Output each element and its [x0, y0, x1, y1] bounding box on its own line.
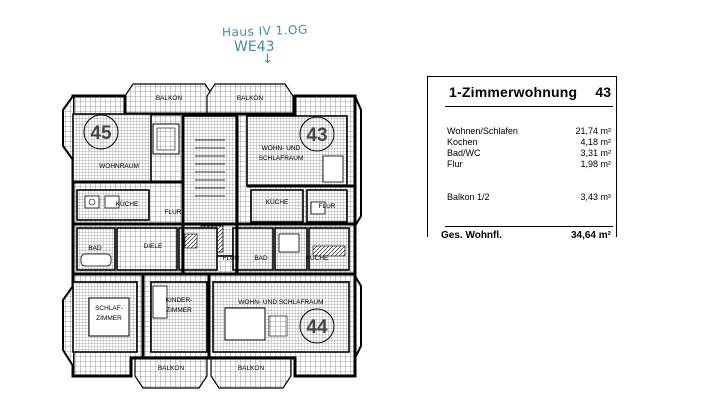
note-unit: WE43 [234, 39, 275, 55]
label-kueche-bottom: KÜCHE [306, 254, 329, 262]
table-title: 1-Zimmerwohnung [449, 84, 578, 100]
balcony-bottom-right [210, 357, 292, 389]
label-wohn-schlafraum-bottom: WOHN- UND SCHLAFRAUM [238, 299, 323, 306]
apartment-number-44: 44 [306, 317, 328, 338]
label-diele: DIELE [144, 243, 163, 250]
row-label: Balkon 1/2 [447, 192, 490, 202]
unit-number: 43 [595, 84, 611, 100]
label-balkon-top-left: BALKON [156, 95, 183, 102]
total-rule [445, 226, 613, 227]
row-value: 4,18 m² [580, 137, 611, 147]
row-value: 1,98 m² [580, 159, 611, 169]
label-kueche-right: KÜCHE [266, 198, 289, 206]
label-wohnraum: WOHNRAUM [99, 163, 139, 170]
label-kueche-left: KÜCHE [116, 200, 139, 208]
label-kinder-1: KINDER- [166, 297, 193, 304]
row-value: 3,31 m² [580, 148, 611, 158]
label-flur-top: FLUR [165, 209, 182, 216]
row-value: 3,43 m² [580, 192, 611, 202]
handwritten-note: Haus IV 1.OG WE43 ↓ [221, 22, 309, 67]
label-flur-right: FLUR [223, 255, 240, 262]
total-value: 34,64 m² [570, 230, 611, 241]
area-table: 1-Zimmerwohnung 43 Wohnen/Schlafen 21,74… [427, 76, 617, 244]
row-label: Wohnen/Schlafen [447, 126, 518, 136]
total-label: Ges. Wohnfl. [441, 230, 502, 241]
label-balkon-bottom-left: BALKON [158, 365, 185, 372]
label-schlaf-1: SCHLAF- [95, 305, 123, 312]
table-frame [427, 76, 617, 237]
label-schlaf-2: ZIMMER [96, 315, 122, 322]
label-wohn-schlafraum-2: SCHLAFRAUM [259, 155, 304, 162]
row-label: Flur [447, 159, 463, 169]
label-balkon-bottom-right: BALKON [238, 365, 265, 372]
label-wohn-schlafraum-1: WOHN- UND [262, 145, 301, 152]
label-kinder-2: ZIMMER [166, 307, 192, 314]
balcony-bottom-left [134, 357, 208, 389]
label-bad-right: BAD [254, 255, 268, 262]
floor-plan: 45 43 44 BALKON BALKON WOHNRAUM WOHN- UN… [55, 76, 365, 394]
apartment-number-43: 43 [306, 125, 327, 146]
note-building-floor: Haus IV 1.OG [221, 22, 309, 40]
label-balkon-top-right: BALKON [237, 95, 264, 102]
row-label: Kochen [447, 137, 478, 147]
down-arrow-icon: ↓ [262, 52, 273, 67]
apartment-number-45: 45 [90, 123, 112, 144]
row-label: Bad/WC [447, 148, 481, 158]
title-rule [445, 106, 613, 107]
row-value: 21,74 m² [575, 126, 611, 136]
label-flur-mid: FLUR [319, 203, 336, 210]
label-bad-left: BAD [88, 245, 102, 252]
